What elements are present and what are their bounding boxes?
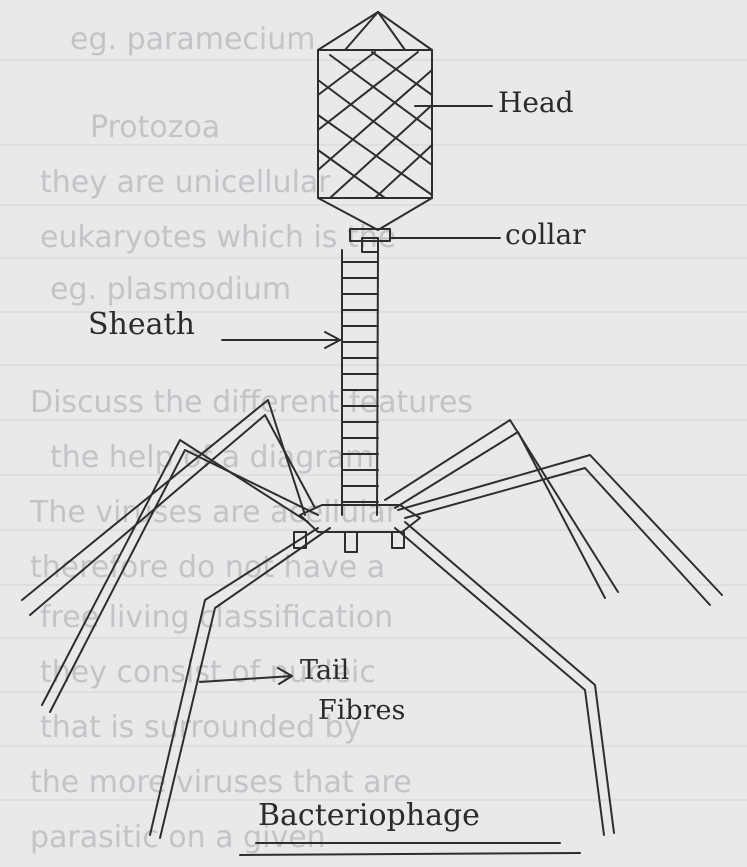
label-tail-fibres-line2: Fibres [318,695,405,726]
phage-head [318,12,432,230]
label-collar: collar [505,218,586,251]
diagram-title: Bacteriophage [258,798,480,833]
tail-fibres [22,400,722,838]
title-underline [240,843,580,855]
label-head: Head [498,86,574,119]
label-sheath: Sheath [88,307,195,342]
label-tail-fibres-line1: Tail [300,655,349,686]
ruled-lines [0,60,747,800]
phage-collar [350,229,390,252]
label-pointers [200,106,500,684]
